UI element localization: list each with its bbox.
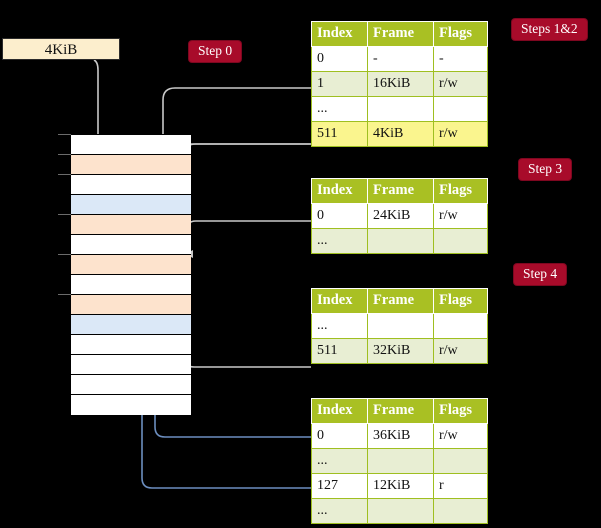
memory-block-row bbox=[71, 215, 191, 235]
table-cell-flags bbox=[433, 498, 488, 524]
table-header-index: Index bbox=[311, 21, 368, 47]
memory-block-row bbox=[71, 315, 191, 335]
table-cell-flags: r bbox=[433, 473, 488, 499]
table-cell-index: 0 bbox=[311, 203, 368, 229]
table-header-flags: Flags bbox=[433, 398, 488, 424]
memory-block-row bbox=[71, 135, 191, 155]
memory-frame-tick bbox=[58, 134, 71, 135]
table-cell-index: 127 bbox=[311, 473, 368, 499]
memory-frame-tick bbox=[58, 154, 71, 155]
table-cell-flags bbox=[433, 228, 488, 254]
table-cell-index: 0 bbox=[311, 423, 368, 449]
table-header-index: Index bbox=[311, 178, 368, 204]
step-label-steps12: Steps 1&2 bbox=[512, 19, 587, 40]
table-row: ... bbox=[311, 313, 488, 339]
table-cell-flags: - bbox=[433, 46, 488, 72]
memory-block-row bbox=[71, 275, 191, 295]
table-header-frame: Frame bbox=[367, 398, 434, 424]
table-cell-frame bbox=[367, 448, 434, 474]
table-cell-frame: 16KiB bbox=[367, 71, 434, 97]
table-cell-flags: r/w bbox=[433, 423, 488, 449]
table-cell-frame bbox=[367, 313, 434, 339]
table-cell-index: ... bbox=[311, 313, 368, 339]
table-cell-index: 0 bbox=[311, 46, 368, 72]
table-cell-index: 511 bbox=[311, 338, 368, 364]
table-row: ... bbox=[311, 448, 488, 474]
table-cell-frame bbox=[367, 498, 434, 524]
memory-block-row bbox=[71, 355, 191, 375]
table-cell-frame: 12KiB bbox=[367, 473, 434, 499]
table-cell-frame: 32KiB bbox=[367, 338, 434, 364]
table-header-flags: Flags bbox=[433, 288, 488, 314]
table-cell-frame: 4KiB bbox=[367, 121, 434, 147]
table-cell-index: ... bbox=[311, 96, 368, 122]
memory-block-row bbox=[71, 375, 191, 395]
table-cell-flags bbox=[433, 96, 488, 122]
table-header-frame: Frame bbox=[367, 21, 434, 47]
memory-block-row bbox=[71, 395, 191, 415]
table-cell-flags: r/w bbox=[433, 203, 488, 229]
source-size-box: 4KiB bbox=[2, 38, 120, 60]
table-header-flags: Flags bbox=[433, 21, 488, 47]
step-label-step0: Step 0 bbox=[189, 41, 242, 62]
table-cell-flags: r/w bbox=[433, 338, 488, 364]
table-row: ... bbox=[311, 498, 488, 524]
memory-frame-tick bbox=[58, 254, 71, 255]
table-cell-index: ... bbox=[311, 228, 368, 254]
memory-block-row bbox=[71, 175, 191, 195]
memory-frame-tick bbox=[58, 174, 71, 175]
table-row: ... bbox=[311, 228, 488, 254]
memory-block-row bbox=[71, 155, 191, 175]
table-cell-frame bbox=[367, 96, 434, 122]
table-cell-flags: r/w bbox=[433, 121, 488, 147]
table-row: 0-- bbox=[311, 46, 488, 72]
table-cell-index: 1 bbox=[311, 71, 368, 97]
memory-block-row bbox=[71, 195, 191, 215]
wire-pdpt-to-block6 bbox=[185, 220, 311, 258]
table-cell-frame: - bbox=[367, 46, 434, 72]
table-header-flags: Flags bbox=[433, 178, 488, 204]
table-header-index: Index bbox=[311, 288, 368, 314]
memory-block-row bbox=[71, 335, 191, 355]
wire-pd-to-block8 bbox=[177, 314, 311, 368]
table-row: ... bbox=[311, 96, 488, 122]
memory-frame-tick bbox=[58, 214, 71, 215]
step-label-step4: Step 4 bbox=[514, 264, 567, 285]
table-cell-flags bbox=[433, 448, 488, 474]
step-label-step3: Step 3 bbox=[519, 159, 572, 180]
memory-block-row bbox=[71, 295, 191, 315]
table-cell-flags bbox=[433, 313, 488, 339]
table-cell-frame: 36KiB bbox=[367, 423, 434, 449]
table-cell-index: ... bbox=[311, 498, 368, 524]
memory-block-row bbox=[71, 255, 191, 275]
table-header-frame: Frame bbox=[367, 178, 434, 204]
table-header-frame: Frame bbox=[367, 288, 434, 314]
table-header-index: Index bbox=[311, 398, 368, 424]
table-cell-index: ... bbox=[311, 448, 368, 474]
memory-frame-tick bbox=[58, 294, 71, 295]
wire-block-right-1 bbox=[183, 143, 311, 155]
table-cell-flags: r/w bbox=[433, 71, 488, 97]
physical-memory-column bbox=[70, 134, 191, 415]
table-cell-frame bbox=[367, 228, 434, 254]
table-cell-index: 511 bbox=[311, 121, 368, 147]
wire-source-to-block bbox=[93, 59, 105, 149]
table-cell-frame: 24KiB bbox=[367, 203, 434, 229]
memory-block-row bbox=[71, 235, 191, 255]
